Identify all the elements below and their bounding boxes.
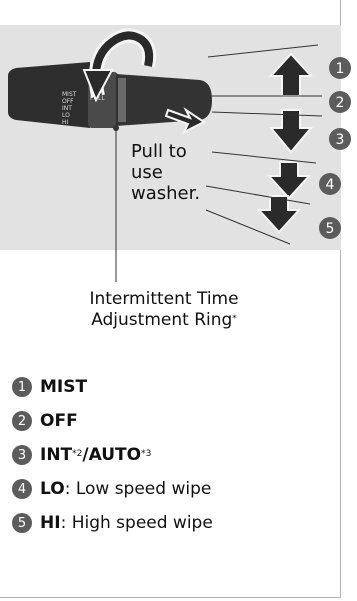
svg-text:1: 1 [336, 61, 345, 77]
caption-line-1: Intermittent Time [89, 289, 239, 309]
callout-2: 2 [329, 91, 351, 113]
ring-caption: Intermittent Time Adjustment Ring* [0, 289, 328, 331]
pull-to-use-washer-label: Pull to use washer. [131, 141, 241, 204]
pull-line-3: washer. [131, 183, 201, 204]
item-term: INT [40, 445, 73, 465]
down-arrow-5-icon [256, 195, 302, 234]
ring-pointer-dot [113, 125, 119, 131]
svg-text:4: 4 [326, 177, 335, 193]
number-badge: 1 [12, 377, 32, 397]
list-item: 5 HI: High speed wipe [12, 506, 213, 540]
item-term-2: AUTO [88, 445, 142, 465]
item-term: LO [40, 479, 65, 499]
footnote-mark: *2 [72, 449, 83, 459]
list-item: 3 INT*2/AUTO*3 [12, 438, 213, 472]
svg-text:5: 5 [326, 221, 335, 237]
number-badge: 3 [12, 445, 32, 465]
stalk-label-int: INT [62, 105, 72, 112]
item-term: OFF [40, 411, 78, 431]
list-item: 1 MIST [12, 370, 213, 404]
callout-1: 1 [329, 57, 351, 79]
item-description: : Low speed wipe [64, 479, 212, 499]
pull-line-2: use [131, 162, 163, 183]
callout-4: 4 [319, 173, 341, 195]
footnote-mark: *3 [141, 449, 152, 459]
down-arrow-4-icon [266, 161, 312, 200]
position-list: 1 MIST 2 OFF 3 INT*2/AUTO*3 4 LO: Low sp… [12, 370, 213, 540]
stalk-label-mist: MIST [62, 91, 77, 98]
page-frame [0, 0, 341, 598]
pull-arrow-icon [164, 107, 206, 135]
rotate-arrow-icon [82, 28, 157, 103]
pull-line-1: Pull to [131, 141, 187, 162]
stalk-label-lo: LO [62, 112, 70, 119]
leader-lines [115, 44, 323, 282]
item-slash: / [82, 445, 89, 465]
stalk-label-off: OFF [62, 98, 74, 105]
item-term: HI [40, 513, 61, 533]
item-description: : High speed wipe [60, 513, 213, 533]
mist-up-arrow-icon [268, 52, 314, 97]
caption-line-2: Adjustment Ring* [0, 310, 328, 331]
down-arrow-3-icon [268, 109, 314, 154]
svg-text:3: 3 [336, 132, 345, 148]
number-badge: 2 [12, 411, 32, 431]
caption-line-2-text: Adjustment Ring [91, 310, 233, 330]
item-term: MIST [40, 377, 88, 397]
list-item: 2 OFF [12, 404, 213, 438]
number-badge: 5 [12, 513, 32, 533]
callout-3: 3 [329, 128, 351, 150]
svg-text:2: 2 [336, 95, 345, 111]
callout-5: 5 [319, 217, 341, 239]
list-item: 4 LO: Low speed wipe [12, 472, 213, 506]
stalk-label-hi: HI [62, 119, 69, 126]
caption-footnote-mark: * [232, 314, 237, 324]
number-badge: 4 [12, 479, 32, 499]
